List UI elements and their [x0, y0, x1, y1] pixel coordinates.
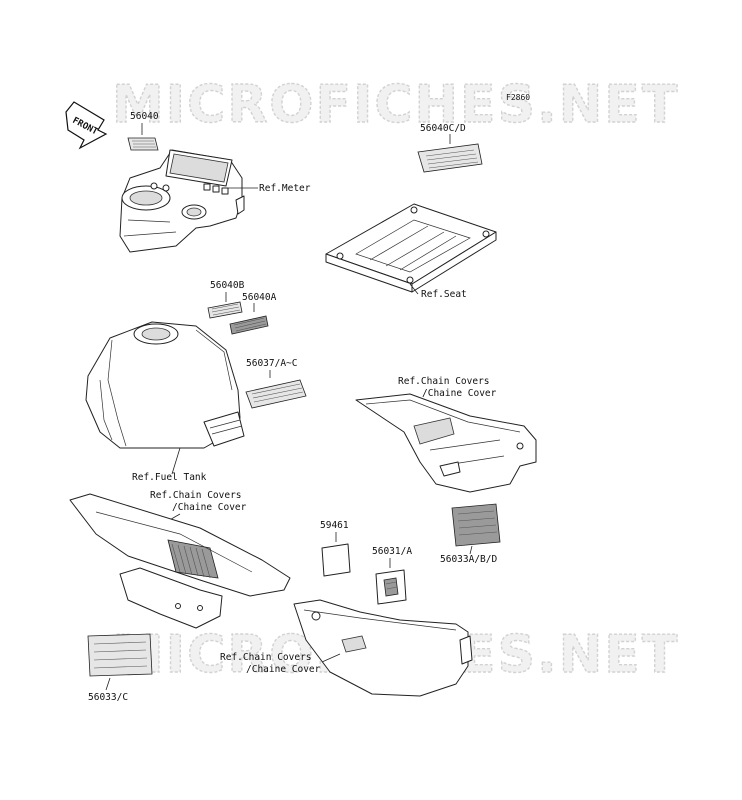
decal-56040a [229, 315, 269, 335]
part-56033abd-label: 56033A/B/D [440, 554, 497, 565]
seat-base [325, 203, 497, 293]
part-56040a-label: 56040A [242, 292, 277, 303]
leader-chain-covers-3 [321, 653, 341, 663]
decal-56040 [127, 137, 159, 151]
chain-cover-lower [293, 599, 473, 697]
ref-chain-covers-1-line1: Ref.Chain Covers [398, 376, 490, 387]
ref-chain-covers-2-line2: /Chaine Cover [172, 502, 247, 513]
part-56031-label: 56031/A [372, 546, 412, 557]
chain-cover-left [69, 493, 291, 629]
ref-chain-covers-3-line1: Ref.Chain Covers [220, 652, 312, 663]
leader-fuel-tank [171, 447, 181, 475]
leader-seat [409, 283, 419, 295]
leader-56033c [105, 677, 111, 691]
ref-chain-covers-1-line2: /Chaine Cover [422, 388, 497, 399]
ref-chain-covers-3-line2: /Chaine Cover [246, 664, 321, 675]
ref-fuel-tank: Ref.Fuel Tank [132, 472, 207, 483]
right-side-cover [355, 393, 537, 493]
decal-56037 [245, 379, 307, 409]
meter-assembly [119, 149, 245, 253]
fuel-tank [85, 321, 245, 449]
decal-56033abd [451, 503, 501, 547]
part-56040cd-label: 56040C/D [420, 123, 466, 134]
part-56040b-label: 56040B [210, 280, 245, 291]
ref-seat: Ref.Seat [421, 289, 467, 300]
ref-meter: Ref.Meter [259, 183, 311, 194]
decal-56031 [375, 569, 407, 605]
part-56037-label: 56037/A~C [246, 358, 297, 369]
leader-56033abd [469, 545, 473, 555]
ref-chain-covers-2-line1: Ref.Chain Covers [150, 490, 242, 501]
part-59461-label: 59461 [320, 520, 349, 531]
front-arrow-icon: FRONT [65, 101, 108, 150]
decal-59461 [321, 543, 351, 577]
decal-56040cd [417, 143, 483, 173]
decal-56040b [207, 301, 243, 319]
decal-56033c [87, 633, 153, 677]
part-56040-label: 56040 [130, 111, 159, 122]
figure-code: F2860 [506, 93, 530, 102]
watermark-top: MICROFICHES.NET [112, 75, 679, 135]
part-56033c-label: 56033/C [88, 692, 128, 703]
